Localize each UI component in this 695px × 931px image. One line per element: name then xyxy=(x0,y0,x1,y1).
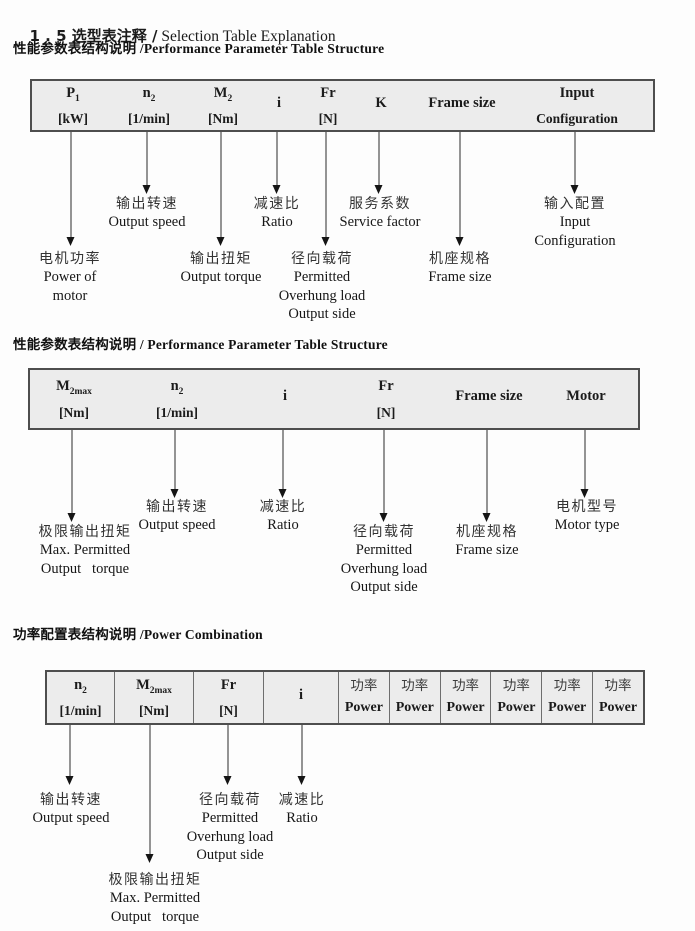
col-header-i: i xyxy=(264,672,339,723)
down-arrow-icon xyxy=(272,132,282,194)
label-input-configuration: 输入配置 Input Configuration xyxy=(534,196,616,249)
col-header-m2max: M2max[Nm] xyxy=(56,378,92,420)
page-title-cn: 1 . 5 选型表注释 / xyxy=(29,27,158,45)
page-title-en: Selection Table Explanation xyxy=(157,28,336,45)
label-ratio: 减速比 Ratio xyxy=(253,196,301,230)
label-output-speed: 输出转速 Output speed xyxy=(108,196,186,230)
down-arrow-icon xyxy=(66,132,76,246)
down-arrow-icon xyxy=(278,430,288,498)
label-frame-size: 机座规格 Frame size xyxy=(455,524,519,558)
label-frame-size: 机座规格 Frame size xyxy=(428,251,492,285)
section1-heading: 性能参数表结构说明 /Performance Parameter Table S… xyxy=(13,41,385,56)
label-output-speed: 输出转速 Output speed xyxy=(32,792,110,826)
down-arrow-icon xyxy=(142,132,152,194)
down-arrow-icon xyxy=(482,430,492,522)
label-output-speed: 输出转速 Output speed xyxy=(138,499,216,533)
col-header-frame-size: Frame size xyxy=(428,94,496,111)
label-service-factor: 服务系数 Service factor xyxy=(339,196,421,230)
down-arrow-icon xyxy=(580,430,590,498)
col-header-k: K xyxy=(375,94,387,111)
page-title: 1 . 5 选型表注释 / Selection Table Explanatio… xyxy=(14,7,336,64)
down-arrow-icon xyxy=(455,132,465,246)
label-max-permitted-output-torque: 极限输出扭矩 Max. Permitted Output torque xyxy=(38,524,132,577)
col-header-motor: Motor xyxy=(566,388,606,405)
section2-heading: 性能参数表结构说明 / Performance Parameter Table … xyxy=(13,337,388,352)
section1-header-table: P1[kW] n2[1/min] M2[Nm] i Fr[N] K Frame … xyxy=(30,79,655,132)
down-arrow-icon xyxy=(379,430,389,522)
down-arrow-icon xyxy=(570,132,580,194)
down-arrow-icon xyxy=(374,132,384,194)
down-arrow-icon xyxy=(321,132,331,246)
section3-heading: 功率配置表结构说明 /Power Combination xyxy=(13,627,263,642)
col-header-frame-size: Frame size xyxy=(455,388,523,405)
col-header-m2: M2[Nm] xyxy=(208,84,238,127)
col-header-n2: n2[1/min] xyxy=(47,672,115,723)
label-overhung-load: 径向载荷 Permitted Overhung load Output side xyxy=(340,524,428,595)
down-arrow-icon xyxy=(216,132,226,246)
col-header-m2max: M2max[Nm] xyxy=(115,672,194,723)
col-header-n2: n2[1/min] xyxy=(128,84,170,127)
down-arrow-icon xyxy=(297,725,307,785)
label-overhung-load: 径向载荷 Permitted Overhung load Output side xyxy=(186,792,274,863)
label-overhung-load: 径向载荷 Permitted Overhung load Output side xyxy=(278,251,366,322)
label-output-torque: 输出扭矩 Output torque xyxy=(180,251,262,285)
down-arrow-icon xyxy=(170,430,180,498)
label-ratio: 减速比 Ratio xyxy=(278,792,326,826)
label-max-permitted-output-torque: 极限输出扭矩 Max. Permitted Output torque xyxy=(108,872,202,925)
label-motor-type: 电机型号 Motor type xyxy=(554,499,620,533)
col-header-n2: n2[1/min] xyxy=(156,378,198,420)
down-arrow-icon xyxy=(145,725,155,863)
down-arrow-icon xyxy=(67,430,77,522)
col-header-fr: Fr[N] xyxy=(376,378,396,420)
section2-header-table: M2max[Nm] n2[1/min] i Fr[N] Frame size M… xyxy=(28,368,640,430)
down-arrow-icon xyxy=(223,725,233,785)
label-power-of-motor: 电机功率 Power of motor xyxy=(39,251,101,304)
col-header-fr: Fr[N] xyxy=(194,672,264,723)
col-header-i: i xyxy=(276,94,282,111)
col-header-fr: Fr[N] xyxy=(318,84,338,127)
label-ratio: 减速比 Ratio xyxy=(259,499,307,533)
col-header-i: i xyxy=(282,388,288,405)
col-header-p1: P1[kW] xyxy=(58,84,88,127)
down-arrow-icon xyxy=(65,725,75,785)
